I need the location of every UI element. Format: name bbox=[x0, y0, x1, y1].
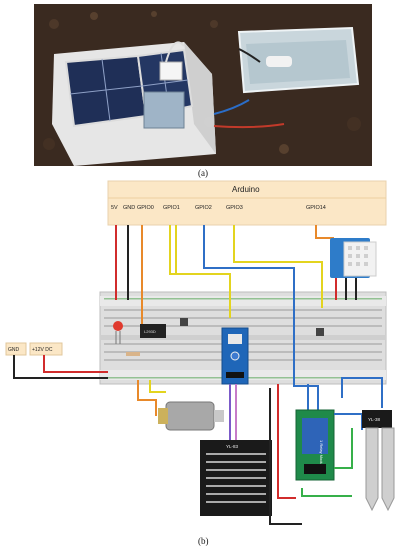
push-button-left bbox=[180, 318, 188, 326]
power-gnd-label: GND bbox=[8, 347, 20, 353]
soil-module-label: YL-38 bbox=[368, 417, 381, 422]
led-driver-section: L293D bbox=[113, 318, 324, 356]
power-dc-label: +12V DC bbox=[32, 347, 53, 353]
field-photo bbox=[34, 4, 372, 166]
pin-gpio14: GPIO14 bbox=[306, 205, 326, 211]
soil-texture bbox=[43, 11, 361, 154]
l293d-chip bbox=[140, 324, 166, 338]
push-button-right bbox=[316, 328, 324, 336]
water-container-photo bbox=[237, 26, 360, 94]
wire-gpio3 bbox=[233, 225, 323, 308]
wire-gpio1 bbox=[169, 225, 231, 318]
led bbox=[113, 321, 123, 331]
relay-module: 1 Relay Module bbox=[277, 384, 335, 499]
pin-gpio2: GPIO2 bbox=[195, 205, 212, 211]
chip-label: L293D bbox=[144, 329, 156, 334]
bus-black bbox=[269, 388, 302, 525]
bus-green bbox=[301, 488, 352, 497]
pin-5v: 5V bbox=[111, 205, 118, 211]
pin-gpio0: GPIO0 bbox=[137, 205, 154, 211]
wire-gpio14 bbox=[315, 225, 334, 239]
pin-gpio3: GPIO3 bbox=[226, 205, 243, 211]
pin-gpio1: GPIO1 bbox=[163, 205, 180, 211]
sensor-box-photo bbox=[52, 41, 285, 166]
power-supply: GND +12V DC bbox=[5, 342, 108, 379]
dht-sensor bbox=[330, 238, 377, 300]
arduino-title: Arduino bbox=[232, 185, 260, 194]
resistor bbox=[126, 352, 140, 356]
caption-b: (b) bbox=[198, 536, 209, 546]
caption-a: (a) bbox=[198, 168, 208, 178]
rain-module-label: YL-83 bbox=[226, 444, 239, 449]
rain-plate: YL-83 bbox=[200, 384, 272, 516]
rain-sensor-board bbox=[221, 327, 249, 385]
arduino-board bbox=[107, 180, 387, 226]
soil-moisture-sensor: YL-38 bbox=[334, 377, 395, 512]
wiring-diagram: Arduino 5V GND GPIO0 GPIO1 GPIO2 GPIO3 G… bbox=[5, 180, 395, 525]
pin-gnd: GND bbox=[123, 205, 135, 211]
relay-label: 1 Relay Module bbox=[319, 440, 324, 469]
dc-motor bbox=[137, 380, 224, 431]
wire-gpio2 bbox=[203, 225, 319, 410]
